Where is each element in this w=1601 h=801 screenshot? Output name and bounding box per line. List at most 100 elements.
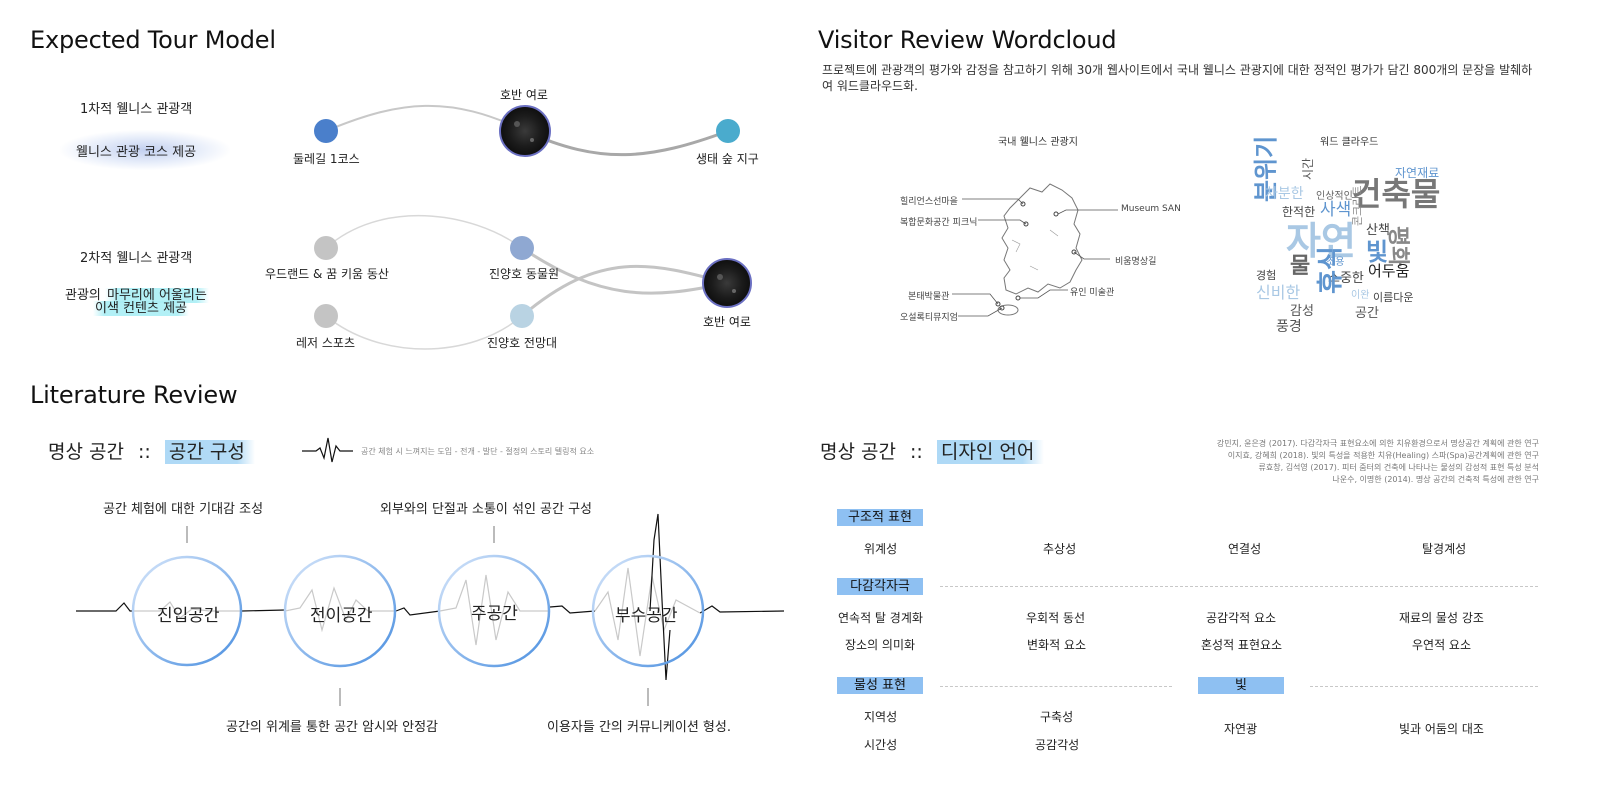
lit-right-label-a: 명상 공간: [820, 441, 896, 463]
cloud-word: 조용: [1326, 257, 1345, 268]
tour-label-leisure: 레저 스포츠: [296, 336, 356, 350]
lit-right-heading: 명상 공간 :: 디자인 언어: [820, 437, 1045, 464]
tour-group2-desc-line2: 이색 컨텐츠 제공: [93, 301, 189, 316]
tour-group2-desc-line1: 관광의 마무리에 어울리는: [65, 288, 209, 303]
space-circle-main: [437, 554, 551, 668]
map-label-complex: 복합문화공간 피크닉: [900, 218, 978, 228]
structural-item: 탈경계성: [1422, 542, 1467, 556]
lit-top-label-2: 외부와의 단절과 소통이 섞인 공간 구성: [380, 502, 593, 517]
multisensory-item: 변화적 요소: [1027, 638, 1087, 652]
tour-group2-title: 2차적 웰니스 관광객: [80, 251, 193, 266]
cloud-word: 경험: [1256, 269, 1277, 282]
space-label-sub: 부수공간: [615, 606, 678, 626]
space-circle-transition: [283, 554, 397, 668]
cloud-word: 자연: [1286, 219, 1356, 263]
tour-node-dulle: [314, 119, 338, 143]
lit-left-note: 공간 체험 시 느껴지는 도입 - 전개 - 발단 - 절정의 스토리 텔링적 …: [361, 447, 595, 456]
map-label-osulloc: 오설록티뮤지엄: [900, 313, 958, 323]
lit-left-label-a: 명상 공간: [48, 441, 124, 463]
cloud-word: 자연재료: [1395, 166, 1440, 180]
reference-item: 이지효, 강혜희 (2018). 빛의 특성을 적용한 치유(Healing) …: [1227, 451, 1539, 460]
map-label-yuin: 유인 미술관: [1070, 288, 1115, 298]
cloud-word: 한적한: [1282, 205, 1316, 219]
tour-label-hoban: 호반 여로: [500, 88, 548, 102]
space-label-transition: 전이공간: [310, 606, 373, 626]
tag-light: 빛: [1198, 677, 1284, 694]
space-label-entry: 진입공간: [157, 606, 220, 626]
section-title-tour: Expected Tour Model: [30, 26, 276, 54]
lit-right-label-b: 디자인 언어: [936, 440, 1045, 464]
tour-path: [521, 246, 728, 295]
cloud-word: 콘크리트: [1351, 185, 1364, 226]
tour-node-eco: [716, 119, 740, 143]
map-label-bontae: 본태박물관: [908, 292, 950, 302]
cloud-word: 공간: [1355, 306, 1379, 321]
section-title-wordcloud: Visitor Review Wordcloud: [818, 26, 1117, 54]
cloud-word: 물: [1290, 254, 1311, 279]
tour-label-eco: 생태 숲 지구: [696, 152, 759, 166]
cloud-word: 휴식: [1316, 246, 1346, 294]
tour-node-hoban: [499, 105, 551, 157]
space-sequence-diagram: [76, 513, 785, 706]
reference-item: 강민지, 윤은경 (2017). 다감각자극 표현요소에 의한 치유환경으로서 …: [1216, 439, 1539, 448]
section-title-literature: Literature Review: [30, 381, 238, 409]
multisensory-item: 우회적 동선: [1026, 611, 1086, 625]
lit-left-heading: 명상 공간 :: 공간 구성: [48, 437, 255, 464]
references: 강민지, 윤은경 (2017). 다감각자극 표현요소에 의한 치유환경으로서 …: [1217, 438, 1539, 486]
multisensory-item: 우연적 요소: [1412, 638, 1472, 652]
tour-label-dulle: 둘레길 1코스: [293, 152, 360, 166]
tour-node-leisure: [314, 304, 338, 328]
tour-path: [325, 104, 526, 132]
cloud-word: 감성: [1290, 304, 1314, 319]
cloud-word: 빛: [1366, 238, 1389, 266]
lit-left-label-b: 공간 구성: [164, 440, 255, 464]
tour-group1-desc: 웰니스 관광 코스 제공: [76, 145, 197, 160]
material-item: 공감각성: [1035, 738, 1080, 752]
material-item: 구축성: [1040, 710, 1074, 724]
material-item: 지역성: [864, 710, 898, 724]
structural-item: 위계성: [864, 542, 898, 556]
cloud-title: 워드 클라우드: [1320, 137, 1379, 148]
tag-structural: 구조적 표현: [837, 509, 923, 526]
lit-right-sep: ::: [910, 441, 923, 463]
lit-top-label-1: 공간 체험에 대한 기대감 조성: [103, 502, 264, 517]
divider-dashed: [940, 586, 1538, 587]
map-label-museum-san: Museum SAN: [1121, 204, 1181, 214]
cloud-word: 산책: [1366, 223, 1390, 238]
multisensory-item: 혼성적 표현요소: [1201, 638, 1283, 652]
cloud-word: 인상적인: [1316, 191, 1353, 202]
structural-item: 추상성: [1043, 542, 1077, 556]
tour-label-woodland: 우드랜드 & 꿈 키움 동산: [265, 267, 389, 281]
tag-multisensory: 다감각자극: [837, 578, 923, 595]
light-item: 자연광: [1224, 722, 1258, 736]
wordcloud-description: 프로젝트에 관광객의 평가와 감정을 참고하기 위해 30개 웹사이트에서 국내…: [822, 63, 1533, 93]
tag-material: 물성 표현: [837, 677, 923, 694]
tour-label-zoo: 진양호 동물원: [489, 267, 560, 281]
map-label-healing: 힐리언스선마을: [900, 197, 958, 207]
multisensory-item: 공감각적 요소: [1206, 611, 1277, 625]
tour-path: [325, 315, 523, 350]
tour-node-hoban-2: [702, 258, 752, 308]
multisensory-item: 재료의 물성 강조: [1399, 611, 1484, 625]
tour-path: [524, 129, 729, 157]
material-item: 시간성: [864, 738, 898, 752]
space-circle-sub: [591, 554, 705, 668]
cloud-word: 시간: [1301, 157, 1315, 180]
cloud-word: 평화: [1385, 226, 1410, 267]
reference-item: 나운수, 이명한 (2014). 명상 공간의 건축적 특성에 관한 연구: [1332, 475, 1539, 484]
cloud-word: 신비한: [1256, 283, 1301, 302]
tour-path: [521, 264, 728, 318]
lit-bottom-label-2: 이용자들 간의 커뮤니케이션 형성.: [547, 720, 731, 735]
cloud-word: 어두움: [1368, 262, 1410, 280]
cloud-word: 소중한: [1328, 271, 1364, 286]
cloud-word: 차분한: [1265, 186, 1304, 202]
cloud-word: 사색: [1320, 200, 1352, 220]
korea-map: [952, 183, 1118, 317]
tour-node-observatory: [510, 304, 534, 328]
map-title: 국내 웰니스 관광지: [998, 137, 1078, 148]
lit-left-sep: ::: [138, 441, 151, 463]
tour-label-hoban-2: 호반 여로: [703, 315, 751, 329]
lit-bottom-label-1: 공간의 위계를 통한 공간 암시와 안정감: [226, 720, 439, 735]
cloud-word: 이름다운: [1373, 291, 1414, 304]
cloud-word: 건축물: [1352, 175, 1441, 213]
